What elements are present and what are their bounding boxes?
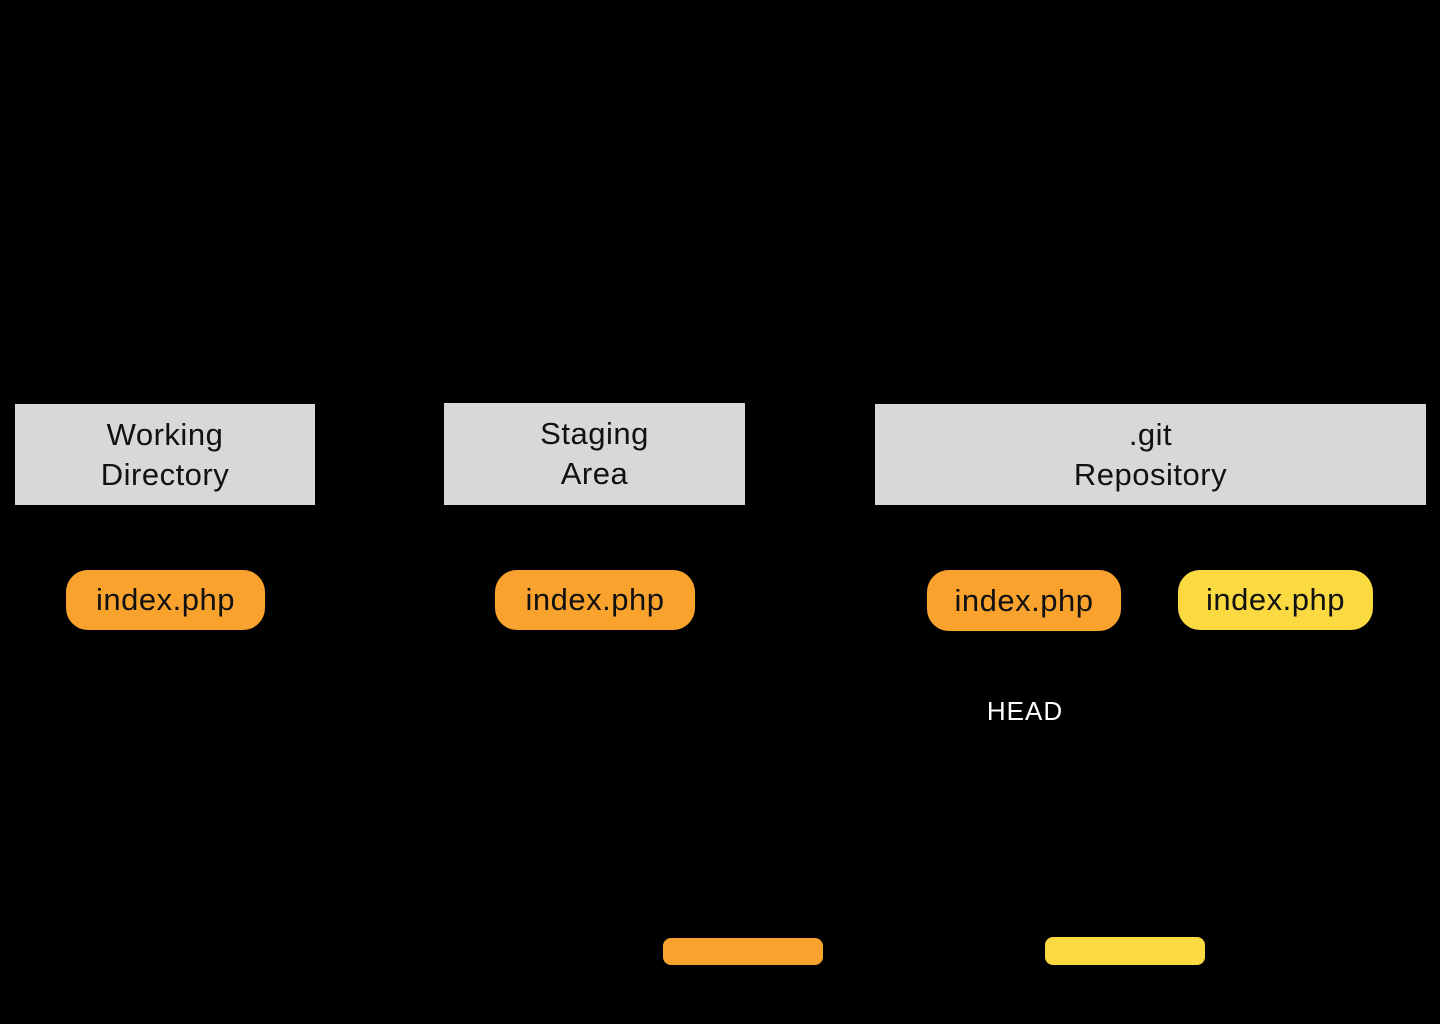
legend-yellow-swatch	[1045, 937, 1205, 965]
legend-orange-swatch	[663, 938, 823, 965]
repository-file-pill-orange: index.php	[927, 570, 1121, 631]
staging-area-header: Staging Area	[444, 403, 745, 505]
repository-file-pill-yellow: index.php	[1178, 570, 1373, 630]
working-directory-file-pill: index.php	[66, 570, 265, 630]
working-directory-header: Working Directory	[15, 404, 315, 505]
staging-area-file-pill: index.php	[495, 570, 695, 630]
head-label: HEAD	[986, 695, 1064, 726]
git-repository-header: .git Repository	[875, 404, 1426, 505]
